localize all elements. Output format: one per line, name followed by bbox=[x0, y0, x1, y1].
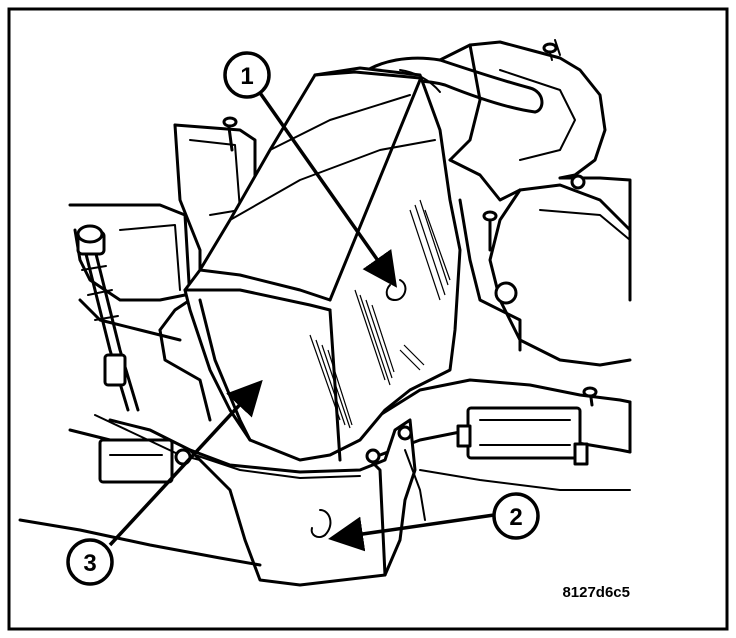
floor-outline bbox=[18, 518, 262, 567]
callout-1: 1 bbox=[223, 51, 271, 99]
mounting-hole-icon bbox=[570, 174, 586, 190]
callout-2: 2 bbox=[492, 492, 540, 540]
callout-2-number: 2 bbox=[509, 504, 522, 531]
leader-line-2 bbox=[328, 513, 495, 552]
leader-line-3 bbox=[108, 379, 263, 547]
figure-code: 8127d6c5 bbox=[562, 584, 630, 601]
callout-3: 3 bbox=[66, 538, 114, 586]
lower-duct bbox=[378, 378, 632, 491]
mounting-hole-icon bbox=[494, 281, 518, 305]
callout-3-number: 3 bbox=[83, 550, 96, 577]
main-housing bbox=[174, 66, 462, 587]
actuator-connector bbox=[98, 438, 174, 484]
blower-connector bbox=[466, 406, 582, 460]
figure-border bbox=[7, 7, 729, 631]
housing-right-section bbox=[438, 39, 632, 367]
leader-line-1 bbox=[256, 88, 398, 288]
callout-1-number: 1 bbox=[240, 63, 253, 90]
